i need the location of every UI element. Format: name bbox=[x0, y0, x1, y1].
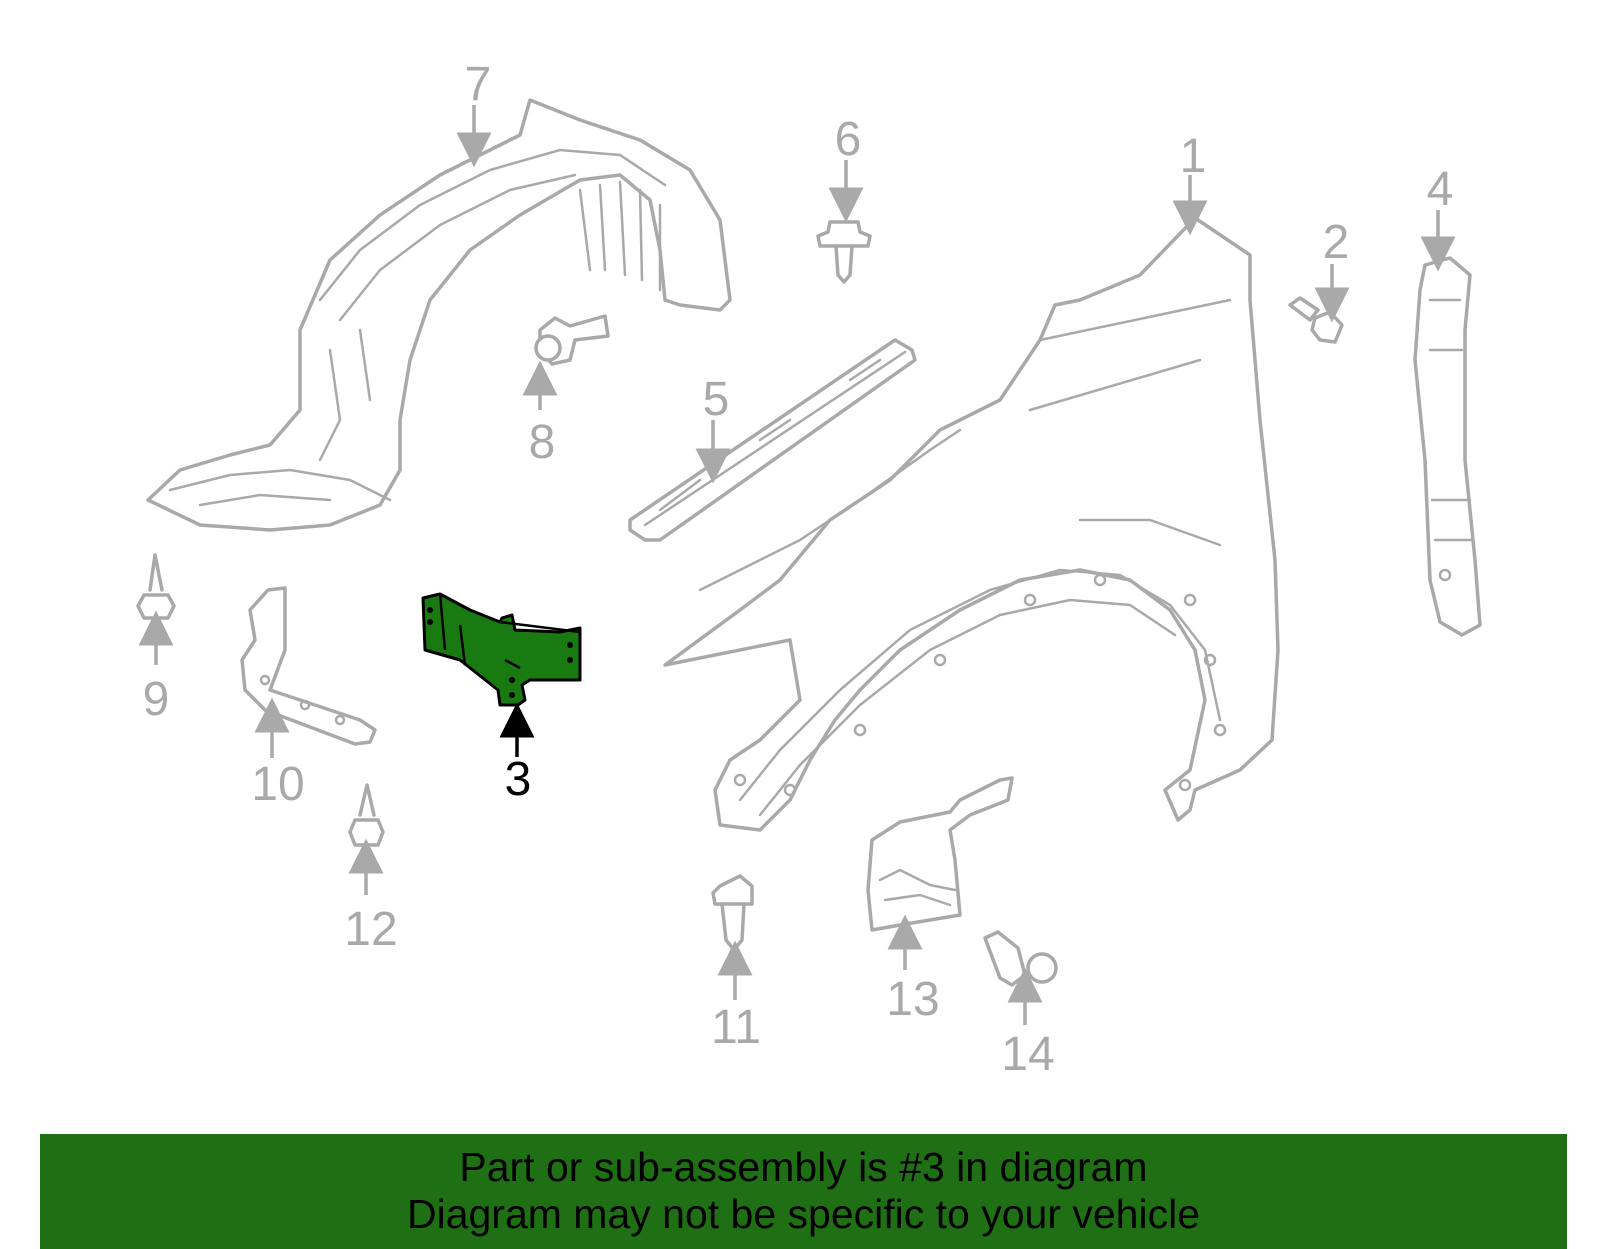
push-pin-part-8 bbox=[534, 314, 610, 366]
fender-liner-part-7 bbox=[146, 98, 732, 532]
callout-7: 7 bbox=[465, 58, 492, 111]
clip-part-6 bbox=[816, 220, 872, 284]
bracket-part-3-highlighted[interactable] bbox=[421, 592, 582, 707]
callout-3: 3 bbox=[505, 753, 532, 806]
parts-diagram: 7 6 8 5 1 bbox=[136, 58, 1482, 1081]
clip-part-14 bbox=[983, 930, 1058, 987]
fender-part-1 bbox=[663, 216, 1280, 832]
callout-6: 6 bbox=[835, 113, 862, 166]
callout-2: 2 bbox=[1323, 216, 1350, 269]
screw-part-9 bbox=[136, 553, 176, 620]
callout-13: 13 bbox=[886, 973, 939, 1026]
banner-line-2: Diagram may not be specific to your vehi… bbox=[406, 1191, 1200, 1237]
splash-shield-part-13 bbox=[866, 776, 1014, 932]
callout-11: 11 bbox=[711, 1001, 761, 1054]
clip-part-11 bbox=[711, 874, 754, 952]
callout-4: 4 bbox=[1427, 163, 1454, 216]
callout-9: 9 bbox=[143, 673, 170, 726]
callout-5: 5 bbox=[703, 373, 730, 426]
insulator-part-4 bbox=[1413, 256, 1482, 637]
callout-8: 8 bbox=[529, 416, 556, 469]
callout-1: 1 bbox=[1180, 130, 1207, 183]
info-banner: Part or sub-assembly is #3 in diagram Di… bbox=[40, 1134, 1567, 1249]
screw-part-12 bbox=[348, 783, 385, 847]
callout-12: 12 bbox=[344, 903, 397, 956]
callout-10: 10 bbox=[251, 758, 304, 811]
banner-line-1: Part or sub-assembly is #3 in diagram bbox=[459, 1144, 1148, 1190]
bolt-part-2 bbox=[1288, 296, 1344, 344]
callout-14: 14 bbox=[1001, 1028, 1054, 1081]
bracket-part-10 bbox=[240, 586, 377, 746]
seal-strip-part-5 bbox=[628, 338, 917, 542]
